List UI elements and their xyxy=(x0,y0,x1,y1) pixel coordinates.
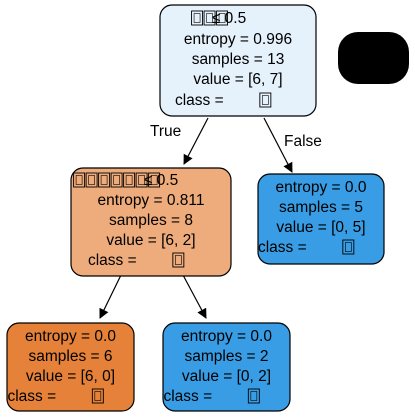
node-right: entropy = 0.0 samples = 5 value = [0, 5] cl… xyxy=(257,173,385,265)
node-line: value = [0, 2] xyxy=(182,368,271,385)
edge-root-to-right xyxy=(263,117,293,173)
node-line-part: ≤ 0.5 xyxy=(144,172,178,189)
node-line-part: class = xyxy=(88,252,137,269)
node-line-part: class = xyxy=(175,92,224,109)
node-box xyxy=(70,167,232,277)
legend-blob xyxy=(338,32,409,84)
edge-left-to-leftright xyxy=(182,274,207,319)
node-box xyxy=(257,173,385,265)
node-line: samples = 6 xyxy=(28,348,112,365)
node-line: entropy = 0.996 xyxy=(184,31,292,48)
node-line: samples = 2 xyxy=(184,348,268,365)
node-line: samples = 13 xyxy=(192,51,285,68)
edge-root-to-left xyxy=(183,117,209,165)
node-line: samples = 8 xyxy=(109,212,193,229)
node-line: entropy = 0.0 xyxy=(276,179,367,196)
node-left-left-leaf: entropy = 0.0 samples = 6 value = [6, 0] cl… xyxy=(6,322,135,412)
node-line: value = [6, 0] xyxy=(26,368,115,385)
node-line: entropy = 0.811 xyxy=(97,192,204,209)
node-line: entropy = 0.0 xyxy=(181,328,272,345)
edge-left-to-leftleft xyxy=(99,274,122,319)
node-line-part: class = xyxy=(163,388,212,405)
edge-label-true: True xyxy=(150,123,181,140)
node-line-part: ≤ 0.5 xyxy=(212,10,246,27)
node-line: entropy = 0.0 xyxy=(25,328,116,345)
node-line: value = [6, 2] xyxy=(106,232,195,249)
node-line-part: class = xyxy=(7,388,56,405)
node-line-part: class = xyxy=(258,239,307,256)
node-line: value = [6, 7] xyxy=(193,71,282,88)
node-box xyxy=(159,4,317,117)
edge-label-false: False xyxy=(284,133,322,150)
node-line: value = [0, 5] xyxy=(276,219,365,236)
node-left-right-leaf: entropy = 0.0 samples = 2 value = [0, 2] cl… xyxy=(162,322,291,412)
node-line: samples = 5 xyxy=(279,199,363,216)
